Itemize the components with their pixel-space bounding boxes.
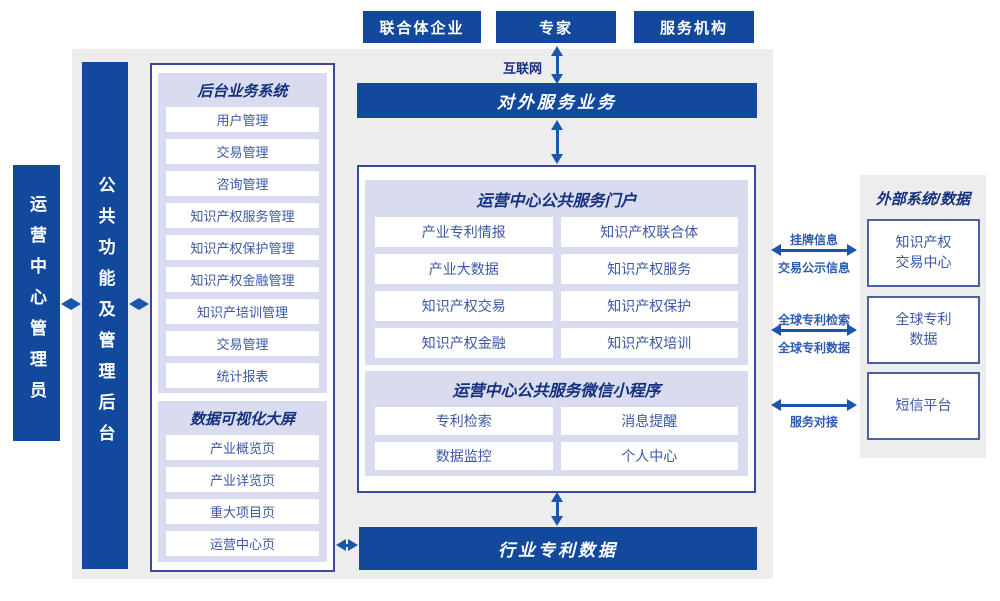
arrow-service-to-portal-icon — [551, 120, 563, 164]
industry-patent-data-bar: 行业专利数据 — [359, 527, 757, 570]
external-system-box-ip-trade-center: 知识产权 交易中心 — [867, 219, 980, 287]
dashboard-title: 数据可视化大屏 — [189, 411, 295, 428]
miniapp-section: 运营中心公共服务微信小程序 专利检索 消息提醒 数据监控 个人中心 — [365, 371, 748, 476]
portal-items: 产业专利情报 知识产权联合体 产业大数据 知识产权服务 知识产权交易 知识产权保… — [375, 217, 738, 358]
link-label-global-patent-search: 全球专利检索 — [777, 313, 850, 327]
arrow-internet-vertical-icon — [551, 46, 563, 84]
portal-item: 知识产权联合体 — [560, 217, 738, 247]
actor-box-expert: 专家 — [496, 11, 616, 43]
external-system-box-sms-platform: 短信平台 — [867, 372, 980, 440]
dashboard-item: 产业概览页 — [166, 435, 319, 460]
portal-item: 知识产权金融 — [375, 328, 553, 358]
internet-label: 互联网 — [502, 61, 542, 76]
backend-system-section: 后台业务系统 用户管理 交易管理 咨询管理 知识产权服务管理 知识产权保护管理 … — [158, 73, 327, 393]
public-backend-vertical-bar: 公共功能及管理后台 — [82, 62, 128, 569]
backend-system-title: 后台业务系统 — [197, 83, 288, 100]
external-service-bar: 对外服务业务 — [357, 83, 757, 118]
backend-item: 咨询管理 — [166, 171, 319, 196]
portal-item: 产业专利情报 — [375, 217, 553, 247]
miniapp-title: 运营中心公共服务微信小程序 — [452, 383, 661, 400]
dashboard-item: 运营中心页 — [166, 531, 319, 556]
dashboard-section: 数据可视化大屏 产业概览页 产业详览页 重大项目页 运营中心页 — [158, 401, 327, 562]
miniapp-item: 专利检索 — [375, 407, 553, 435]
link-label-trade-publicity-info: 交易公示信息 — [777, 261, 850, 275]
dashboard-item: 产业详览页 — [166, 467, 319, 492]
arrow-global-patent-icon — [771, 324, 857, 336]
miniapp-item: 消息提醒 — [560, 407, 738, 435]
link-label-service-docking: 服务对接 — [789, 415, 838, 429]
portal-title: 运营中心公共服务门户 — [476, 193, 637, 210]
operation-admin-vertical-bar: 运营中心管理员 — [13, 165, 60, 441]
backend-item: 知识产培训管理 — [166, 299, 319, 324]
arrow-backend-to-panel-icon — [129, 298, 149, 310]
miniapp-items: 专利检索 消息提醒 数据监控 个人中心 — [375, 407, 738, 470]
miniapp-item: 数据监控 — [375, 442, 553, 470]
arrow-portal-to-data-icon — [551, 492, 563, 526]
arrow-trade-info-icon — [771, 244, 857, 256]
arrow-service-link-icon — [771, 399, 857, 411]
arrow-admin-to-backend-icon — [61, 298, 81, 310]
actor-box-service-organization: 服务机构 — [634, 11, 754, 43]
backend-item: 交易管理 — [166, 331, 319, 356]
external-system-box-global-patent-data: 全球专利 数据 — [867, 296, 980, 364]
external-systems-title: 外部系统/数据 — [875, 191, 971, 208]
miniapp-item: 个人中心 — [560, 442, 738, 470]
link-label-global-patent-data: 全球专利数据 — [777, 341, 850, 355]
backend-item: 交易管理 — [166, 139, 319, 164]
dashboard-item: 重大项目页 — [166, 499, 319, 524]
backend-item: 知识产权服务管理 — [166, 203, 319, 228]
dashboard-items: 产业概览页 产业详览页 重大项目页 运营中心页 — [166, 435, 319, 556]
portal-item: 知识产权服务 — [560, 254, 738, 284]
portal-item: 知识产权交易 — [375, 291, 553, 321]
backend-item: 统计报表 — [166, 363, 319, 388]
backend-dashboard-panel: 后台业务系统 用户管理 交易管理 咨询管理 知识产权服务管理 知识产权保护管理 … — [150, 63, 335, 572]
backend-item: 用户管理 — [166, 107, 319, 132]
backend-item: 知识产权金融管理 — [166, 267, 319, 292]
public-service-panel: 运营中心公共服务门户 产业专利情报 知识产权联合体 产业大数据 知识产权服务 知… — [357, 165, 756, 493]
link-label-listing-info: 挂牌信息 — [789, 233, 838, 247]
portal-section: 运营中心公共服务门户 产业专利情报 知识产权联合体 产业大数据 知识产权服务 知… — [365, 180, 748, 365]
backend-item: 知识产权保护管理 — [166, 235, 319, 260]
arrow-dashboard-to-data-icon — [336, 539, 358, 551]
actor-box-consortium-enterprise: 联合体企业 — [363, 11, 481, 43]
portal-item: 知识产权培训 — [560, 328, 738, 358]
backend-system-items: 用户管理 交易管理 咨询管理 知识产权服务管理 知识产权保护管理 知识产权金融管… — [166, 107, 319, 388]
portal-item: 知识产权保护 — [560, 291, 738, 321]
portal-item: 产业大数据 — [375, 254, 553, 284]
